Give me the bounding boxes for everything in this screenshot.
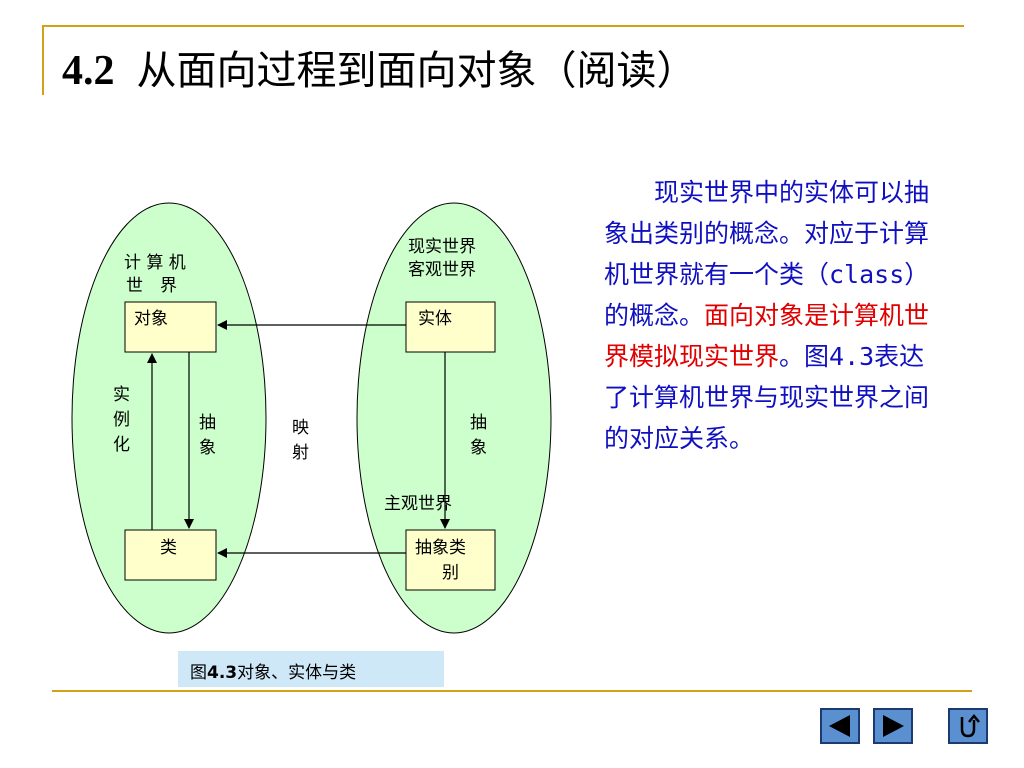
- title-text: 从面向过程到面向对象（阅读）: [136, 48, 697, 94]
- abstract-right-label-1: 抽: [470, 413, 487, 433]
- triangle-left-icon: [829, 715, 850, 737]
- caption-prefix: 图: [190, 663, 207, 683]
- figure-caption: 图4.3对象、实体与类: [190, 658, 356, 683]
- object-box: [124, 301, 217, 353]
- paragraph-part-1: 现实世界中的实体可以抽象出类别的概念。对应于计算机世界就有一个类（class）的…: [604, 178, 930, 330]
- abstract-left-label-1: 抽: [199, 413, 216, 433]
- caption-number: 4.3: [207, 663, 238, 683]
- abstract-left-label-2: 象: [199, 438, 216, 458]
- computer-world-label-2: 世 界: [126, 276, 177, 296]
- real-world-label-2: 客观世界: [408, 260, 476, 280]
- slide-title: 4.2 从面向过程到面向对象（阅读）: [62, 38, 697, 96]
- computer-world-label-1: 计 算 机: [124, 253, 186, 273]
- top-rule: [42, 25, 964, 27]
- class-box-label: 类: [160, 538, 177, 558]
- mapping-label-2: 射: [292, 443, 309, 463]
- paragraph-part-3: 。图4.3表达了计算机世界与现实世界之间的对应关系。: [604, 342, 930, 453]
- abstract-class-box: [405, 529, 496, 591]
- abstract-class-label-2: 别: [442, 563, 459, 583]
- entity-box-label: 实体: [418, 309, 452, 329]
- next-slide-button[interactable]: [873, 708, 913, 744]
- left-accent-bar: [42, 25, 44, 95]
- figure-caption-background: [178, 651, 444, 687]
- instantiate-label-3: 化: [113, 435, 130, 455]
- return-button[interactable]: [948, 708, 988, 744]
- mapping-label-1: 映: [292, 418, 309, 438]
- caption-text: 对象、实体与类: [237, 663, 357, 683]
- bottom-rule: [52, 690, 972, 692]
- real-world-label-1: 现实世界: [408, 237, 476, 257]
- instantiate-label-1: 实: [113, 385, 130, 405]
- abstract-right-label-2: 象: [470, 438, 487, 458]
- entity-box: [405, 301, 496, 353]
- instantiate-label-2: 例: [113, 410, 130, 430]
- object-box-label: 对象: [134, 309, 168, 329]
- triangle-right-icon: [883, 715, 904, 737]
- paragraph-highlight: 面向对象是计算机世界模拟现实世界: [604, 301, 930, 371]
- description-paragraph: 现实世界中的实体可以抽象出类别的概念。对应于计算机世界就有一个类（class）的…: [604, 172, 944, 459]
- return-u-icon: [960, 714, 980, 738]
- computer-world-ellipse: [71, 202, 267, 634]
- abstract-class-label-1: 抽象类: [415, 538, 466, 558]
- subjective-world-label: 主观世界: [384, 494, 452, 514]
- previous-slide-button[interactable]: [820, 708, 860, 744]
- title-number: 4.2: [62, 48, 115, 94]
- class-box: [124, 529, 217, 581]
